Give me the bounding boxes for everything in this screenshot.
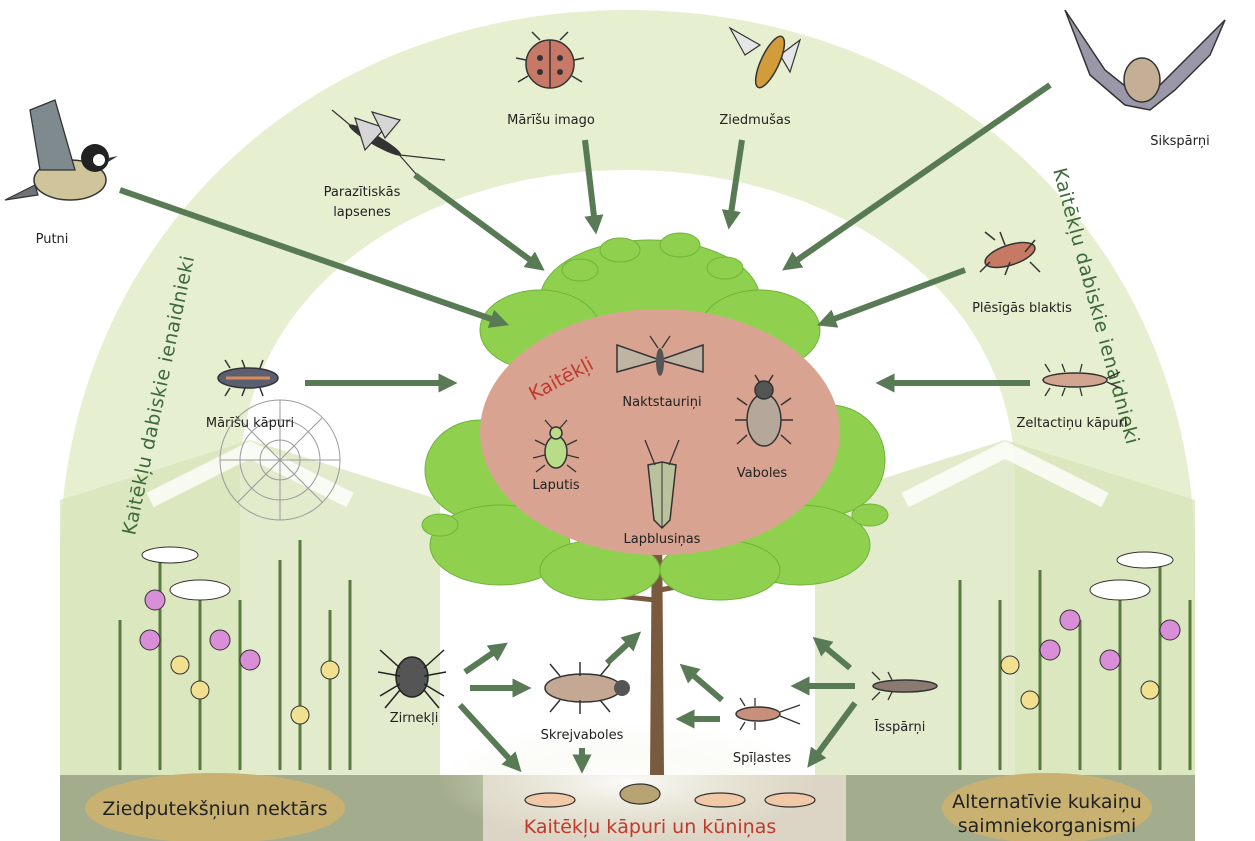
meadow-flowers-left xyxy=(118,540,352,770)
moths-label: Naktstauriņi xyxy=(622,395,701,410)
alternative-hosts-label-2: saimniekorganismi xyxy=(958,815,1136,837)
earwig-icon xyxy=(735,697,801,731)
bats-label: Sikspārņi xyxy=(1150,134,1210,149)
hoverfly-icon xyxy=(728,26,802,89)
hoverflies-label: Ziedmušas xyxy=(719,113,790,128)
meadow-flowers-right xyxy=(958,551,1192,770)
ground-beetle-icon xyxy=(544,662,630,714)
lacewing-larva-icon xyxy=(1042,363,1121,397)
moth-icon xyxy=(616,335,704,376)
predatory-bug-icon xyxy=(979,231,1041,276)
parasitic-wasps-label-2: lapsenes xyxy=(333,205,391,220)
pest-larvae-label: Kaitēkļu kāpuri un kūniņas xyxy=(524,816,777,838)
lacewing-larvae-label: Zeltactiņu kāpuri xyxy=(1017,416,1128,431)
pollen-nectar-label: Ziedputekšņiun nektārs xyxy=(102,798,327,820)
spiders-label: Zirnekļi xyxy=(390,711,439,726)
parasitic-wasp-icon xyxy=(331,109,446,191)
spider-icon xyxy=(377,649,447,709)
parasitic-wasps-label-1: Parazītiskās xyxy=(324,185,401,200)
ground-beetles-label: Skrejvaboles xyxy=(541,728,624,743)
earwigs-label: Spīļastes xyxy=(733,751,792,766)
aphids-label: Laputis xyxy=(532,478,579,493)
birds-label: Putni xyxy=(36,232,69,247)
leafhoppers-label: Lapblusiņas xyxy=(624,532,701,547)
alternative-hosts-oval xyxy=(942,773,1152,841)
ladybird-icon xyxy=(515,31,585,89)
pest-zone xyxy=(480,309,840,555)
ladybird-adults-label: Mārīšu imago xyxy=(507,113,595,128)
beetles-label: Vaboles xyxy=(737,466,788,481)
aphid-icon xyxy=(532,419,580,473)
pollen-nectar-oval xyxy=(85,773,345,841)
bat-icon xyxy=(1064,9,1226,111)
ladybird-larvae-label: Mārīšu kāpuri xyxy=(206,416,294,431)
larvae-icons xyxy=(524,783,816,808)
ladybird-larva-icon xyxy=(217,359,279,397)
rove-beetles-label: Īsspārņi xyxy=(875,720,926,735)
bird-icon xyxy=(4,99,118,201)
rove-beetle-icon xyxy=(871,671,938,701)
spider-web-icon xyxy=(219,399,341,521)
leafhopper-icon xyxy=(644,439,680,530)
predatory-bugs-label: Plēsīgās blaktis xyxy=(972,301,1072,316)
weevil-icon xyxy=(735,374,793,447)
alternative-hosts-label-1: Alternatīvie kukaiņu xyxy=(952,791,1142,813)
arrows xyxy=(119,82,1052,774)
